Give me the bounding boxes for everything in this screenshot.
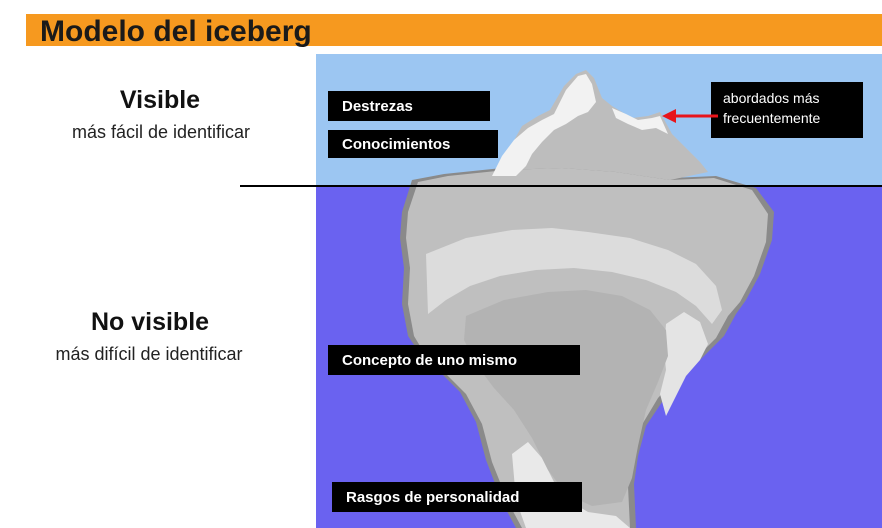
page-title: Modelo del iceberg (40, 15, 312, 48)
self-concept-label: Concepto de uno mismo (328, 345, 580, 375)
callout-line-2: frecuentemente (723, 110, 821, 126)
not-visible-heading: No visible (90, 308, 210, 336)
title-bar (26, 14, 882, 46)
visible-heading: Visible (119, 86, 201, 114)
ice-core (464, 290, 668, 506)
iceberg-tip (506, 70, 708, 180)
knowledge-label: Conocimientos (328, 130, 498, 158)
callout-box: abordados más frecuentemente (711, 82, 863, 138)
skills-label: Destrezas (328, 91, 490, 121)
snow-highlight (492, 74, 596, 176)
callout-line-1: abordados más (723, 90, 820, 106)
not-visible-subheading: más difícil de identificar (55, 344, 243, 364)
callout-arrow-icon (662, 109, 718, 123)
water-line (240, 185, 882, 187)
ice-band (426, 228, 722, 324)
ice-band-lower (660, 312, 708, 416)
personality-label: Rasgos de personalidad (332, 482, 582, 512)
snow-highlight-right (612, 108, 668, 134)
visible-subheading: más fácil de identificar (71, 122, 251, 142)
